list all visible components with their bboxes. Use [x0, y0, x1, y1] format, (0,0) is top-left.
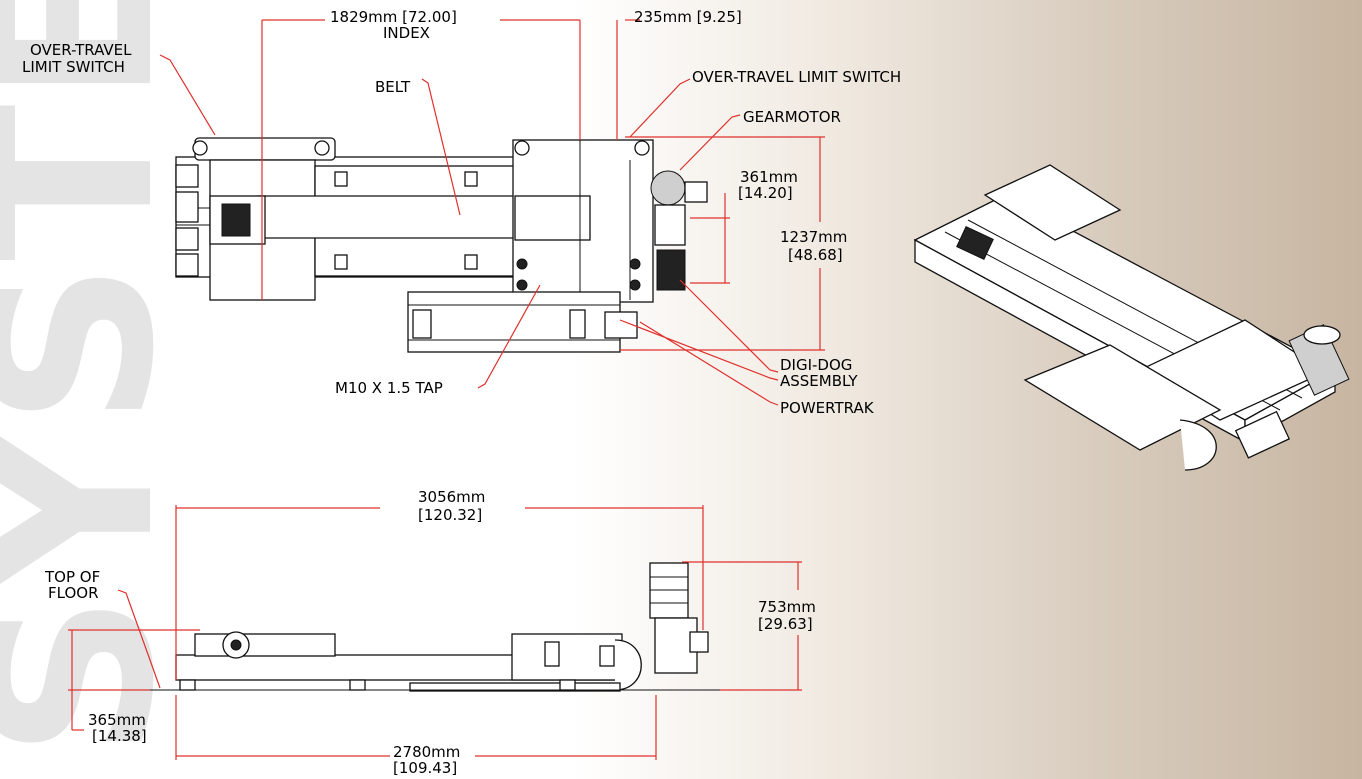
top-left-block-1	[175, 164, 199, 188]
dim-365-line2: [14.38]	[92, 727, 147, 745]
top-gearbox	[654, 204, 686, 246]
dim-index-line2: INDEX	[383, 24, 430, 42]
dim-1237-line2: [48.68]	[788, 246, 843, 264]
top-carriage-cutout	[514, 195, 591, 241]
dim-753-line2: [29.63]	[758, 615, 813, 633]
dim-2780-line2: [109.43]	[393, 759, 457, 777]
top-left-block-3	[175, 253, 199, 277]
belt-label: BELT	[375, 78, 411, 96]
dim-365-line1: 365mm	[88, 711, 146, 729]
iso-top-plate	[983, 164, 1122, 241]
top-powertrak	[407, 291, 621, 353]
dim-2780-line1: 2780mm	[393, 743, 460, 761]
dim-235: 235mm [9.25]	[634, 8, 742, 26]
side-powertrak	[409, 682, 621, 692]
otls-right-label: OVER-TRAVEL LIMIT SWITCH	[692, 68, 901, 86]
watermark: SYSTEMS, INC	[0, 0, 205, 759]
gearmotor-label: GEARMOTOR	[743, 108, 841, 126]
iso-powertrak	[1023, 344, 1222, 451]
side-dimensions	[68, 505, 802, 760]
top-labels: 1829mm [72.00] INDEX 235mm [9.25] OVER-T…	[22, 8, 901, 417]
isometric-view	[913, 164, 1350, 471]
side-view	[150, 562, 720, 692]
tap-label: M10 X 1.5 TAP	[335, 379, 443, 397]
dim-361-line2: [14.20]	[738, 184, 793, 202]
top-dimensions	[159, 19, 825, 406]
dim-753-line1: 753mm	[758, 598, 816, 616]
top-left-tab	[194, 137, 336, 161]
top-floor-line2: FLOOR	[48, 584, 99, 602]
powertrak-label: POWERTRAK	[780, 399, 875, 417]
top-gearmotor	[650, 170, 686, 206]
dim-1237-line1: 1237mm	[780, 228, 847, 246]
digidog-line1: DIGI-DOG	[780, 356, 852, 374]
dim-361-line1: 361mm	[740, 168, 798, 186]
otls-left-line1: OVER-TRAVEL	[30, 41, 132, 59]
top-digidog	[656, 249, 686, 291]
top-floor-line1: TOP OF	[44, 568, 100, 586]
watermark-text: SYSTEMS, INC	[0, 0, 205, 759]
top-left-pulley-core	[221, 203, 251, 237]
top-view	[175, 137, 708, 353]
dim-3056-line1: 3056mm	[418, 488, 485, 506]
digidog-line2: ASSEMBLY	[780, 372, 858, 390]
side-left-carriage	[194, 633, 336, 657]
top-left-block-2	[175, 227, 199, 251]
top-left-block-4	[175, 191, 199, 223]
dim-3056-line2: [120.32]	[418, 506, 482, 524]
dim-index-line1: 1829mm [72.00]	[330, 8, 457, 26]
otls-left-line2: LIMIT SWITCH	[22, 58, 125, 76]
side-labels: 3056mm [120.32] TOP OF FLOOR 753mm [29.6…	[44, 488, 816, 777]
side-powertrak-loop	[614, 639, 642, 691]
